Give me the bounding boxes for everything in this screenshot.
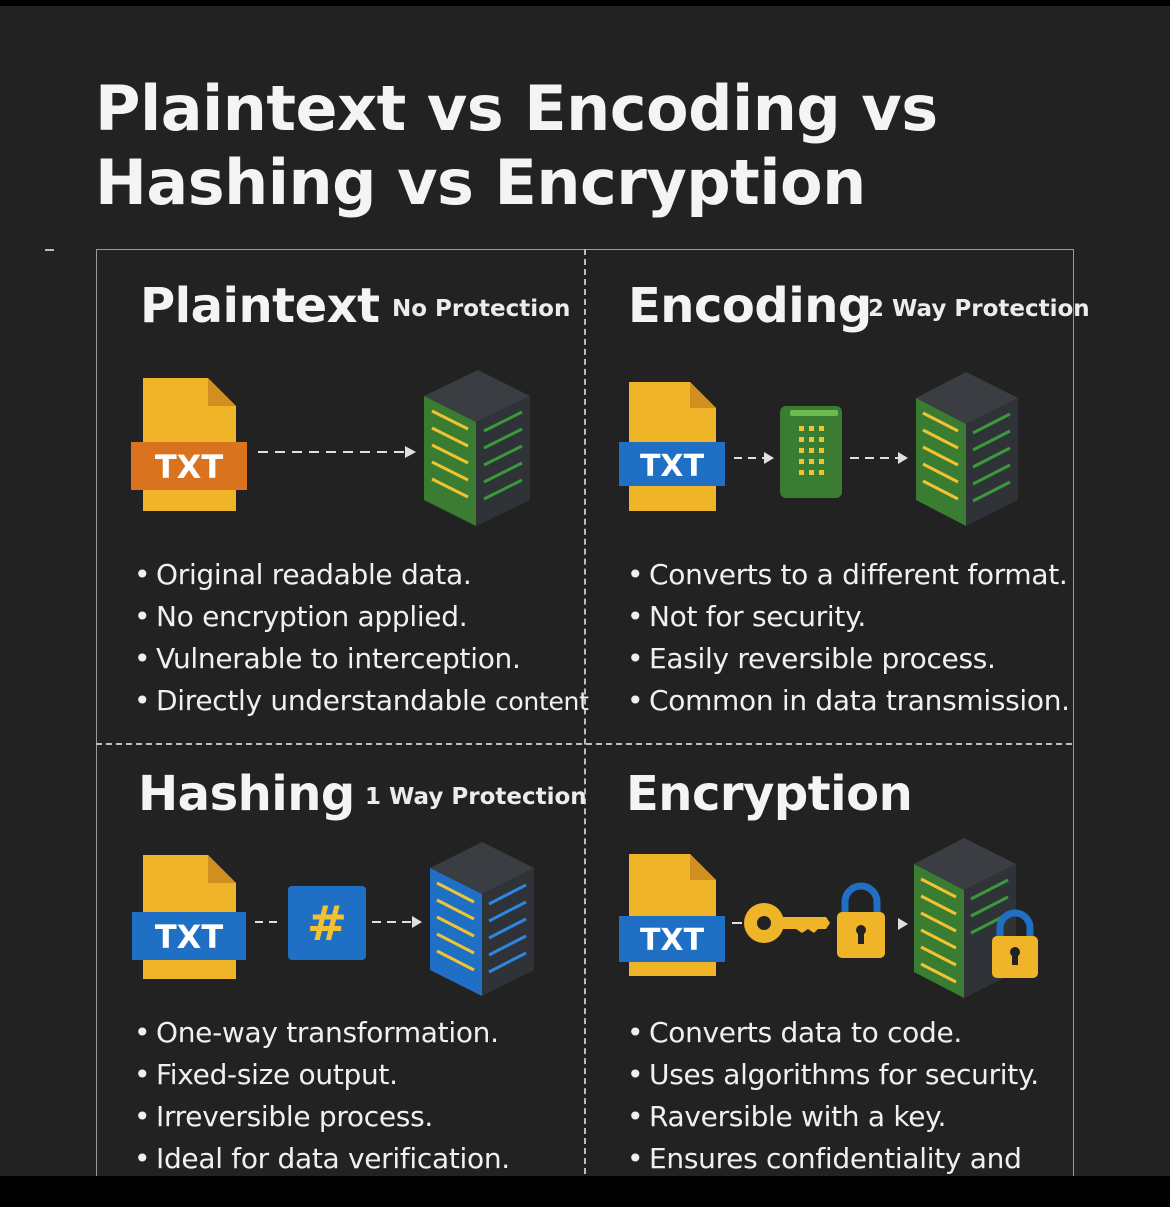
hash-icon: #	[288, 886, 366, 960]
infographic-canvas: Plaintext vs Encoding vs Hashing vs Encr…	[0, 6, 1170, 1176]
encryption-bullets: •Converts data to code. •Uses algorithms…	[627, 1012, 1039, 1176]
server-icon	[424, 370, 530, 526]
list-item: •Converts data to code.	[627, 1016, 963, 1049]
padlock-icon	[992, 909, 1038, 978]
list-item: •Irreversible process.	[134, 1100, 433, 1133]
list-item: •Easily reversible process.	[627, 642, 996, 675]
panel-title: Hashing	[138, 766, 355, 822]
protection-tag: 1 Way Protection	[365, 784, 587, 810]
decorative-dash	[45, 249, 54, 251]
panel-hashing-header: Hashing	[138, 766, 355, 822]
server-icon	[916, 372, 1018, 526]
list-item: •Original readable data.	[134, 558, 472, 591]
plaintext-bullets: •Original readable data. •No encryption …	[134, 554, 589, 723]
page-title: Plaintext vs Encoding vs Hashing vs Encr…	[95, 72, 995, 220]
panel-encoding-header: Encoding	[628, 278, 872, 334]
list-item: •Ideal for data verification.	[134, 1142, 510, 1175]
list-item: •Directly understandable content	[134, 684, 589, 717]
padlock-icon	[837, 882, 885, 958]
svg-text:#: #	[307, 896, 347, 952]
horizontal-divider	[96, 743, 1072, 745]
bottom-bar	[0, 1176, 1170, 1207]
dashed-arrow-icon	[372, 916, 422, 928]
key-icon	[744, 903, 830, 943]
file-label: TXT	[155, 448, 224, 486]
txt-file-icon: TXT	[619, 382, 725, 511]
panel-plaintext-tag: No Protection	[392, 296, 570, 322]
txt-file-icon: TXT	[131, 378, 247, 511]
protection-tag: 2 Way Protection	[868, 296, 1090, 322]
server-icon	[914, 838, 1016, 998]
list-item: •One-way transformation.	[134, 1016, 499, 1049]
arrow-head	[898, 918, 908, 930]
hashing-bullets: •One-way transformation. •Fixed-size out…	[134, 1012, 510, 1176]
list-item: •Uses algorithms for security.	[627, 1058, 1039, 1091]
dashed-arrow-icon	[850, 452, 908, 464]
list-item: •Vulnerable to interception.	[134, 642, 521, 675]
svg-text:TXT: TXT	[640, 449, 705, 484]
panel-title: Encryption	[626, 766, 913, 822]
title-line-1: Plaintext vs Encoding vs	[95, 72, 938, 145]
vertical-divider	[584, 249, 586, 1176]
list-item: •Common in data transmission.	[627, 684, 1070, 717]
protection-tag: No Protection	[392, 296, 571, 322]
panel-plaintext-header: Plaintext	[140, 278, 380, 334]
list-item: •Ensures confidentiality and	[627, 1142, 1022, 1175]
server-icon	[430, 842, 534, 996]
list-item: •Not for security.	[627, 600, 866, 633]
txt-file-icon: TXT	[132, 855, 246, 979]
svg-text:TXT: TXT	[155, 918, 224, 956]
svg-text:TXT: TXT	[640, 923, 705, 958]
encoding-bullets: •Converts to a different format. •Not fo…	[627, 554, 1070, 722]
panel-title: Plaintext	[140, 278, 380, 334]
illustrations: TXT TXT	[131, 370, 1038, 998]
dashed-arrow-icon	[734, 452, 774, 464]
dashed-arrow-icon	[258, 446, 416, 458]
list-item: •No encryption applied.	[134, 600, 468, 633]
txt-file-icon: TXT	[619, 854, 725, 976]
list-item: •Converts to a different format.	[627, 558, 1068, 591]
title-line-2: Hashing vs Encryption	[95, 146, 866, 219]
panel-title: Encoding	[628, 278, 872, 334]
panel-encoding-tag: 2 Way Protection	[868, 296, 1090, 322]
list-item: •Raversible with a key.	[627, 1100, 947, 1133]
panel-encryption-header: Encryption	[626, 766, 913, 822]
phone-icon	[780, 406, 842, 498]
list-item: •Fixed-size output.	[134, 1058, 398, 1091]
panel-hashing-tag: 1 Way Protection	[365, 784, 587, 810]
